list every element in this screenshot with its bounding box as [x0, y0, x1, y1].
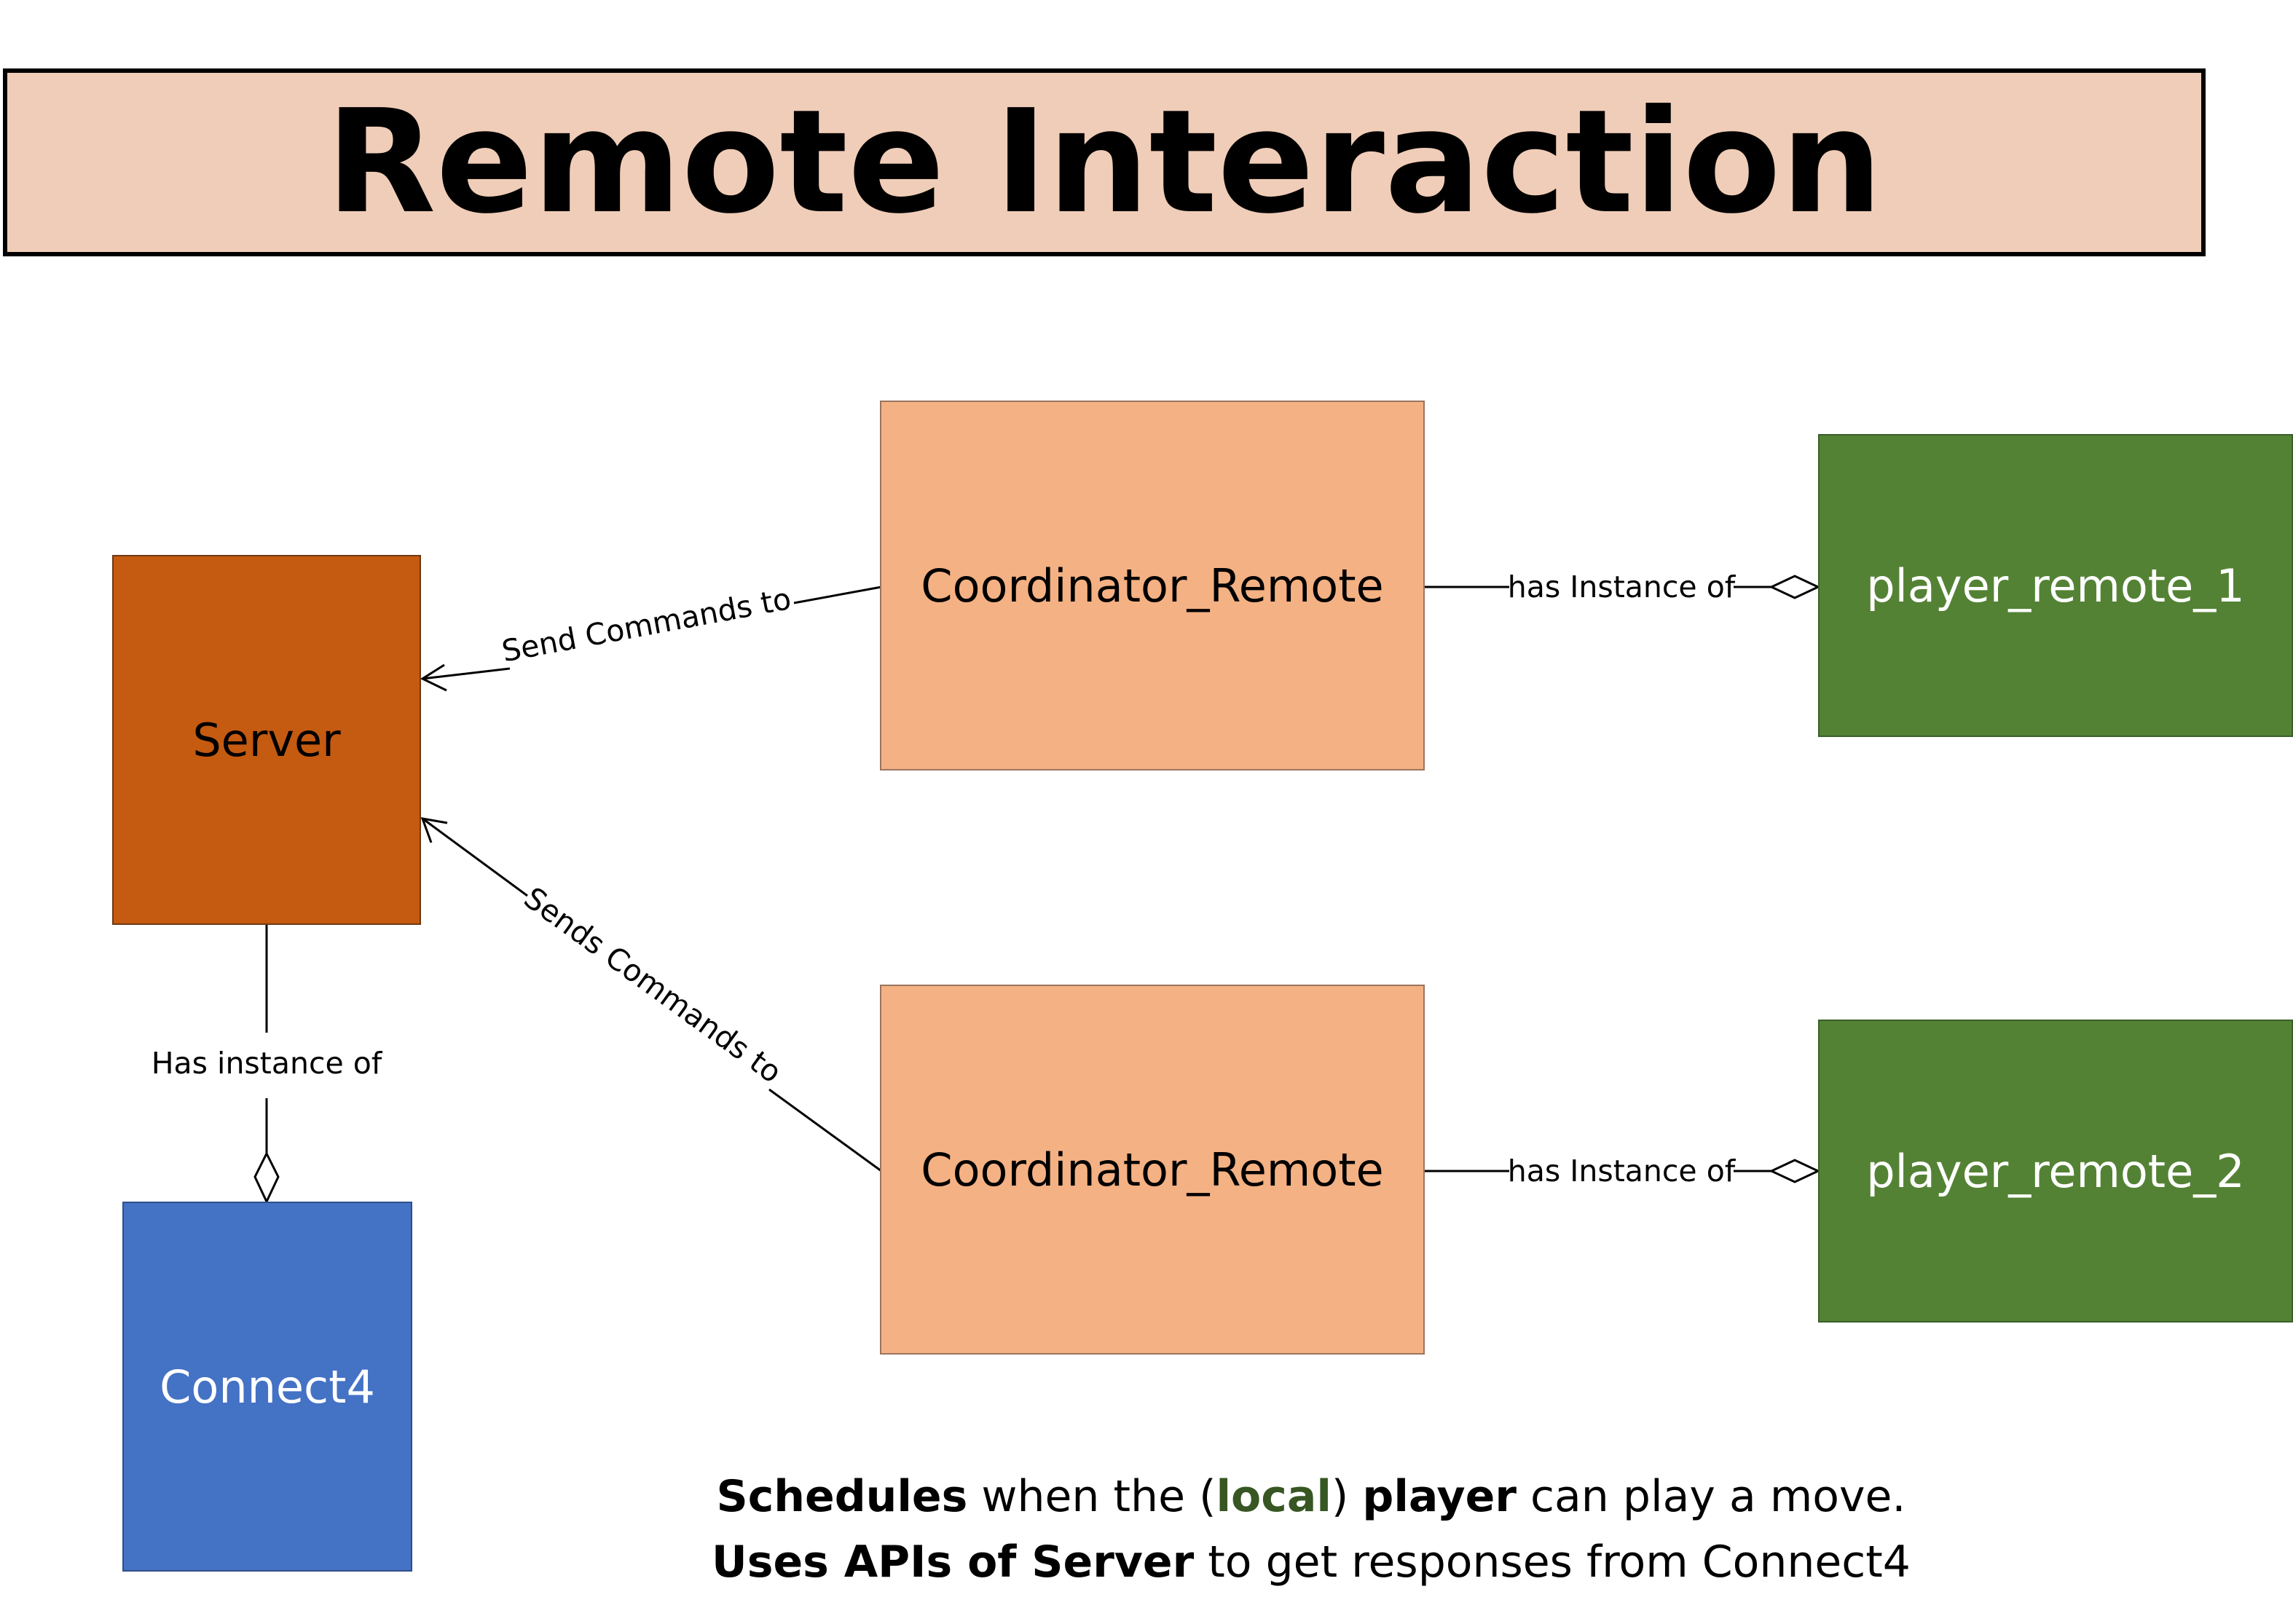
connect4-node: Connect4	[122, 1202, 412, 1572]
edge-label-has-instance: Has instance of	[152, 1046, 383, 1081]
coordinator-remote-1-label: Coordinator_Remote	[921, 559, 1384, 612]
aggregation-diamond-icon	[1769, 1159, 1821, 1183]
edge-coord1-to-server: Send Commands to	[420, 581, 882, 692]
edge-coord1-player1: has Instance of	[1425, 569, 1821, 604]
aggregation-diamond-icon	[1769, 575, 1821, 599]
caption-bold-schedules: Schedules	[716, 1471, 968, 1522]
caption-text: can play a move.	[1516, 1471, 1906, 1522]
server-node: Server	[112, 555, 421, 925]
edge-label-sends-commands: Sends Commands to	[518, 880, 788, 1090]
edge-label-has-instance-2: has Instance of	[1508, 1154, 1737, 1189]
coordinator-remote-1-node: Coordinator_Remote	[880, 401, 1425, 770]
caption-local-highlight: local	[1216, 1471, 1332, 1522]
edge-coord2-to-server: Sends Commands to	[420, 817, 882, 1172]
edge-label-send-commands: Send Commands to	[499, 581, 794, 669]
player-remote-2-node: player_remote_2	[1818, 1020, 2293, 1323]
player-remote-1-node: player_remote_1	[1818, 434, 2293, 737]
caption-text: )	[1331, 1471, 1363, 1522]
caption: Schedules when the (local) player can pl…	[656, 1464, 1967, 1595]
arrowhead-icon	[420, 663, 447, 692]
server-label: Server	[192, 713, 341, 767]
caption-bold-player: player	[1362, 1471, 1517, 1522]
arrowhead-icon	[420, 817, 448, 843]
page-title: Remote Interaction	[326, 79, 1883, 245]
edge-label-has-instance-1: has Instance of	[1508, 569, 1737, 604]
aggregation-diamond-icon	[253, 1151, 280, 1205]
caption-line-1: Schedules when the (local) player can pl…	[656, 1464, 1967, 1529]
connect4-label: Connect4	[160, 1360, 375, 1414]
edge-server-connect4: Has instance of	[152, 925, 383, 1205]
caption-line-2: Uses APIs of Server to get responses fro…	[656, 1529, 1967, 1595]
coordinator-remote-2-node: Coordinator_Remote	[880, 985, 1425, 1355]
title-banner: Remote Interaction	[3, 68, 2206, 256]
coordinator-remote-2-label: Coordinator_Remote	[921, 1143, 1384, 1197]
player-remote-1-label: player_remote_1	[1866, 559, 2245, 612]
caption-text: to get responses from Connect4	[1194, 1537, 1911, 1588]
edge-coord2-player2: has Instance of	[1425, 1154, 1821, 1189]
caption-text: when the (	[967, 1471, 1216, 1522]
player-remote-2-label: player_remote_2	[1866, 1144, 2245, 1198]
caption-bold-uses-apis: Uses APIs of Server	[712, 1537, 1195, 1588]
